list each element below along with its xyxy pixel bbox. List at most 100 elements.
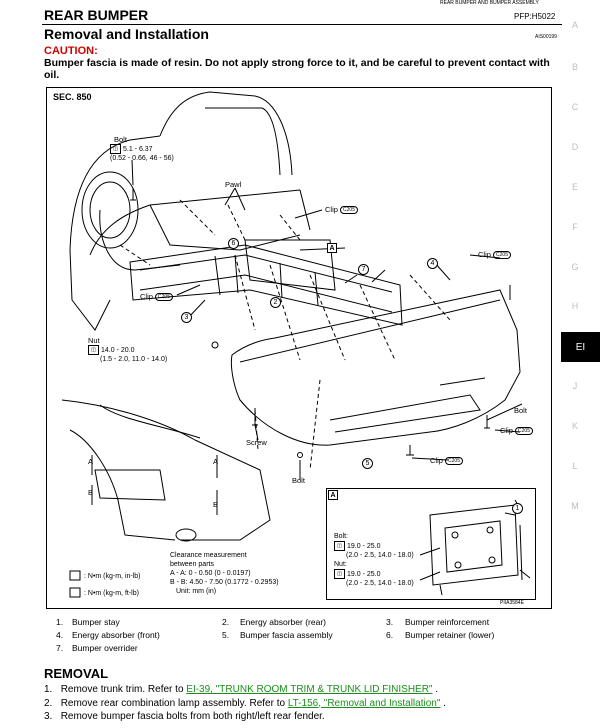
clip-code-lower-right: C205 bbox=[515, 427, 533, 436]
clearance-line-2: between parts bbox=[170, 561, 214, 568]
side-index-l[interactable]: L bbox=[572, 461, 578, 471]
step-1-link[interactable]: EI-39, "TRUNK ROOM TRIM & TRUNK LID FINI… bbox=[186, 684, 433, 695]
bolt-torque-top-value: 5.1 - 6.37 bbox=[123, 145, 153, 153]
side-index-j[interactable]: J bbox=[572, 381, 578, 391]
part-7-num: 7. bbox=[56, 643, 64, 653]
caution-heading: CAUTION: bbox=[44, 45, 98, 57]
callout-3: 3 bbox=[181, 312, 192, 323]
part-5-name: Bumper fascia assembly bbox=[240, 630, 333, 640]
removal-steps: 1. Remove trunk trim. Refer to EI-39, "T… bbox=[44, 683, 446, 724]
section-b-label-right: B bbox=[213, 500, 219, 509]
detail-a-marker: A bbox=[327, 243, 337, 253]
torque-icon-inset-nut: ◫ bbox=[334, 569, 345, 579]
clip-label-left-text: Clip bbox=[140, 292, 153, 301]
callout-6: 6 bbox=[228, 238, 239, 249]
section-a-label-left: A bbox=[88, 457, 94, 466]
section-a-label-right: A bbox=[213, 457, 219, 466]
side-index-ei-active[interactable]: EI bbox=[561, 332, 600, 362]
step-2-link[interactable]: LT-156, "Removal and Installation" bbox=[287, 697, 441, 709]
clip-label-top-text: Clip bbox=[325, 205, 338, 214]
bolt-torque-top: ◫5.1 - 6.37 (0.52 - 0.66, 46 - 56) bbox=[110, 144, 174, 163]
detail-a-inset bbox=[326, 488, 536, 600]
side-index-e[interactable]: E bbox=[571, 182, 578, 192]
step-2-post: . bbox=[440, 697, 446, 709]
clip-label-lower-right-text: Clip bbox=[500, 426, 513, 435]
parts-row-3: 7. Bumper overrider bbox=[46, 643, 566, 656]
clip-label-bottom: Clip C205 bbox=[430, 456, 463, 466]
clip-label-right: Clip C205 bbox=[478, 250, 511, 260]
parts-list: 1. Bumper stay 2. Energy absorber (rear)… bbox=[46, 617, 566, 656]
inset-bolt-label: Bolt: bbox=[334, 533, 349, 540]
screw-label: Screw bbox=[246, 438, 267, 447]
step-1-post: . bbox=[432, 684, 439, 695]
side-index-m[interactable]: M bbox=[571, 501, 579, 511]
clip-label-bottom-text: Clip bbox=[430, 456, 443, 465]
side-index-g[interactable]: G bbox=[571, 262, 579, 272]
clearance-line-1: Clearance measurement bbox=[170, 552, 247, 559]
bolt-label-top: Bolt bbox=[114, 135, 127, 144]
callout-7: 7 bbox=[358, 264, 369, 275]
side-index-h[interactable]: H bbox=[571, 301, 579, 311]
removal-step-2: 2. Remove rear combination lamp assembly… bbox=[44, 697, 446, 711]
clearance-line-4: B - B: 4.50 - 7.50 (0.1772 - 0.2953) bbox=[170, 579, 279, 586]
caution-text: Bumper fascia is made of resin. Do not a… bbox=[44, 57, 550, 81]
part-6-name: Bumper retainer (lower) bbox=[405, 630, 495, 640]
figure-code: PIIA3584E bbox=[500, 600, 524, 606]
section-b-label-left: B bbox=[88, 488, 94, 497]
clip-code-top: C205 bbox=[340, 206, 358, 215]
part-1-name: Bumper stay bbox=[72, 617, 120, 627]
bolt-label-bottom: Bolt bbox=[292, 476, 305, 485]
part-4-name: Energy absorber (front) bbox=[72, 630, 160, 640]
side-index-d[interactable]: D bbox=[571, 142, 579, 152]
top-header-small: REAR BUMPER AND BUMPER ASSEMBLY bbox=[440, 0, 539, 6]
side-index-a[interactable]: A bbox=[571, 20, 578, 30]
callout-2: 2 bbox=[270, 297, 281, 308]
side-index-k[interactable]: K bbox=[571, 421, 578, 431]
nut-label: Nut bbox=[88, 336, 100, 345]
art-code: AIS00199 bbox=[535, 34, 557, 40]
side-index-f[interactable]: F bbox=[572, 222, 578, 232]
inset-bolt-sub: (2.0 - 2.5, 14.0 - 18.0) bbox=[346, 552, 414, 559]
side-index-c[interactable]: C bbox=[571, 102, 579, 112]
clip-code-right: C205 bbox=[493, 251, 511, 260]
exploded-view-drawing bbox=[61, 91, 531, 598]
nut-torque-value: 14.0 - 20.0 bbox=[101, 346, 135, 354]
parts-row-2: 4. Energy absorber (front) 5. Bumper fas… bbox=[46, 630, 566, 643]
header-rule bbox=[42, 24, 562, 25]
nut-torque-sub: (1.5 - 2.0, 11.0 - 14.0) bbox=[100, 356, 168, 363]
inset-bolt-torque: Bolt: ◫19.0 - 25.0 (2.0 - 2.5, 14.0 - 18… bbox=[334, 532, 414, 588]
step-1-text: Remove trunk trim. Refer to bbox=[60, 684, 187, 695]
clip-label-top: Clip C205 bbox=[325, 205, 358, 215]
subsection-title: Removal and Installation bbox=[44, 26, 209, 42]
bolt-label-right: Bolt bbox=[514, 406, 527, 415]
exploded-view-figure bbox=[46, 87, 552, 609]
torque-icon-inset-bolt: ◫ bbox=[334, 541, 345, 551]
torque-legend-ft-lb: : N•m (kg-m, ft-lb) bbox=[84, 590, 139, 597]
inset-bolt-value: 19.0 - 25.0 bbox=[347, 542, 381, 550]
step-2-num: 2. bbox=[44, 697, 53, 709]
part-6-num: 6. bbox=[386, 630, 394, 640]
removal-heading: REMOVAL bbox=[44, 666, 109, 681]
part-4-num: 4. bbox=[56, 630, 64, 640]
callout-4: 4 bbox=[427, 258, 438, 269]
step-2-text: Remove rear combination lamp assembly. R… bbox=[60, 697, 288, 709]
torque-icon-in-lb: ◫ bbox=[110, 144, 121, 154]
nut-torque: ◫14.0 - 20.0 (1.5 - 2.0, 11.0 - 14.0) bbox=[88, 345, 167, 364]
clip-code-left: C205 bbox=[155, 293, 173, 302]
section-title: REAR BUMPER bbox=[44, 7, 149, 23]
part-2-name: Energy absorber (rear) bbox=[240, 617, 326, 627]
part-2-num: 2. bbox=[222, 617, 230, 627]
part-3-name: Bumper reinforcement bbox=[405, 617, 490, 627]
clearance-measurement: Clearance measurement between parts A - … bbox=[170, 551, 279, 596]
step-3-num: 3. bbox=[44, 711, 53, 722]
step-3-text: Remove bumper fascia bolts from both rig… bbox=[60, 711, 325, 722]
part-5-num: 5. bbox=[222, 630, 230, 640]
inset-a-label: A bbox=[328, 490, 338, 500]
inset-nut-sub: (2.0 - 2.5, 14.0 - 18.0) bbox=[346, 580, 414, 587]
bolt-torque-top-sub: (0.52 - 0.66, 46 - 56) bbox=[110, 155, 174, 162]
side-index-b[interactable]: B bbox=[571, 62, 578, 72]
clearance-unit: Unit: mm (in) bbox=[176, 588, 217, 595]
clip-code-bottom: C205 bbox=[445, 457, 463, 466]
sec-label: SEC. 850 bbox=[53, 92, 92, 102]
clip-label-right-text: Clip bbox=[478, 250, 491, 259]
